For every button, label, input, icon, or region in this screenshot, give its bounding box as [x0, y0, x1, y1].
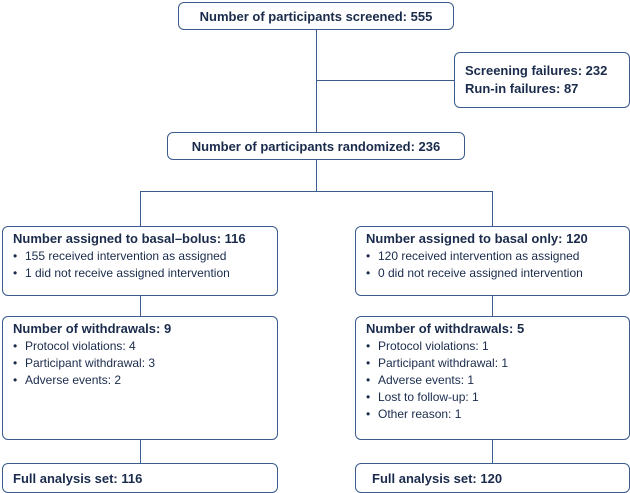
list-item: Other reason: 1 — [366, 406, 619, 423]
left-assigned-box: Number assigned to basal–bolus: 116 155 … — [2, 226, 278, 296]
connector-to-left-arm — [140, 191, 142, 226]
connector-to-right-arm — [492, 191, 494, 226]
list-item: 0 did not receive assigned intervention — [366, 265, 619, 282]
left-analysis-text: Full analysis set: 116 — [13, 470, 143, 486]
list-item: Adverse events: 1 — [366, 372, 619, 389]
list-item: Protocol violations: 1 — [366, 338, 619, 355]
randomized-text: Number of participants randomized: 236 — [191, 138, 441, 154]
list-item: Lost to follow-up: 1 — [366, 389, 619, 406]
right-withdrawals-heading: Number of withdrawals: 5 — [366, 321, 525, 336]
right-assigned-heading: Number assigned to basal only: 120 — [366, 231, 588, 246]
left-analysis-box: Full analysis set: 116 — [2, 463, 278, 493]
right-withdrawals-box: Number of withdrawals: 5 Protocol violat… — [355, 316, 630, 440]
connector-randomized-down — [316, 160, 318, 191]
connector-branch-horizontal — [140, 191, 492, 193]
screened-box: Number of participants screened: 555 — [178, 2, 454, 30]
failures-box: Screening failures: 232 Run-in failures:… — [454, 52, 630, 108]
runin-failures-text: Run-in failures: 87 — [465, 81, 579, 96]
left-withdrawals-heading: Number of withdrawals: 9 — [13, 321, 172, 336]
right-assigned-box: Number assigned to basal only: 120 120 r… — [355, 226, 630, 296]
list-item: Participant withdrawal: 1 — [366, 355, 619, 372]
right-analysis-text: Full analysis set: 120 — [372, 470, 503, 486]
left-withdrawals-list: Protocol violations: 4 Participant withd… — [13, 338, 267, 389]
screening-failures-text: Screening failures: 232 — [465, 63, 608, 78]
left-assigned-heading: Number assigned to basal–bolus: 116 — [13, 231, 246, 246]
list-item: 1 did not receive assigned intervention — [13, 265, 267, 282]
connector-right-assigned-to-withdrawals — [492, 296, 494, 316]
right-withdrawals-list: Protocol violations: 1 Participant withd… — [366, 338, 619, 423]
screened-text: Number of participants screened: 555 — [199, 8, 433, 24]
left-withdrawals-box: Number of withdrawals: 9 Protocol violat… — [2, 316, 278, 440]
connector-left-assigned-to-withdrawals — [140, 296, 142, 316]
list-item: 155 received intervention as assigned — [13, 248, 267, 265]
connector-right-withdrawals-to-analysis — [492, 440, 494, 463]
left-assigned-list: 155 received intervention as assigned 1 … — [13, 248, 267, 282]
randomized-box: Number of participants randomized: 236 — [167, 132, 465, 160]
list-item: 120 received intervention as assigned — [366, 248, 619, 265]
list-item: Participant withdrawal: 3 — [13, 355, 267, 372]
right-analysis-box: Full analysis set: 120 — [355, 463, 630, 493]
connector-to-failures — [316, 80, 454, 82]
right-assigned-list: 120 received intervention as assigned 0 … — [366, 248, 619, 282]
list-item: Protocol violations: 4 — [13, 338, 267, 355]
connector-left-withdrawals-to-analysis — [140, 440, 142, 463]
list-item: Adverse events: 2 — [13, 372, 267, 389]
